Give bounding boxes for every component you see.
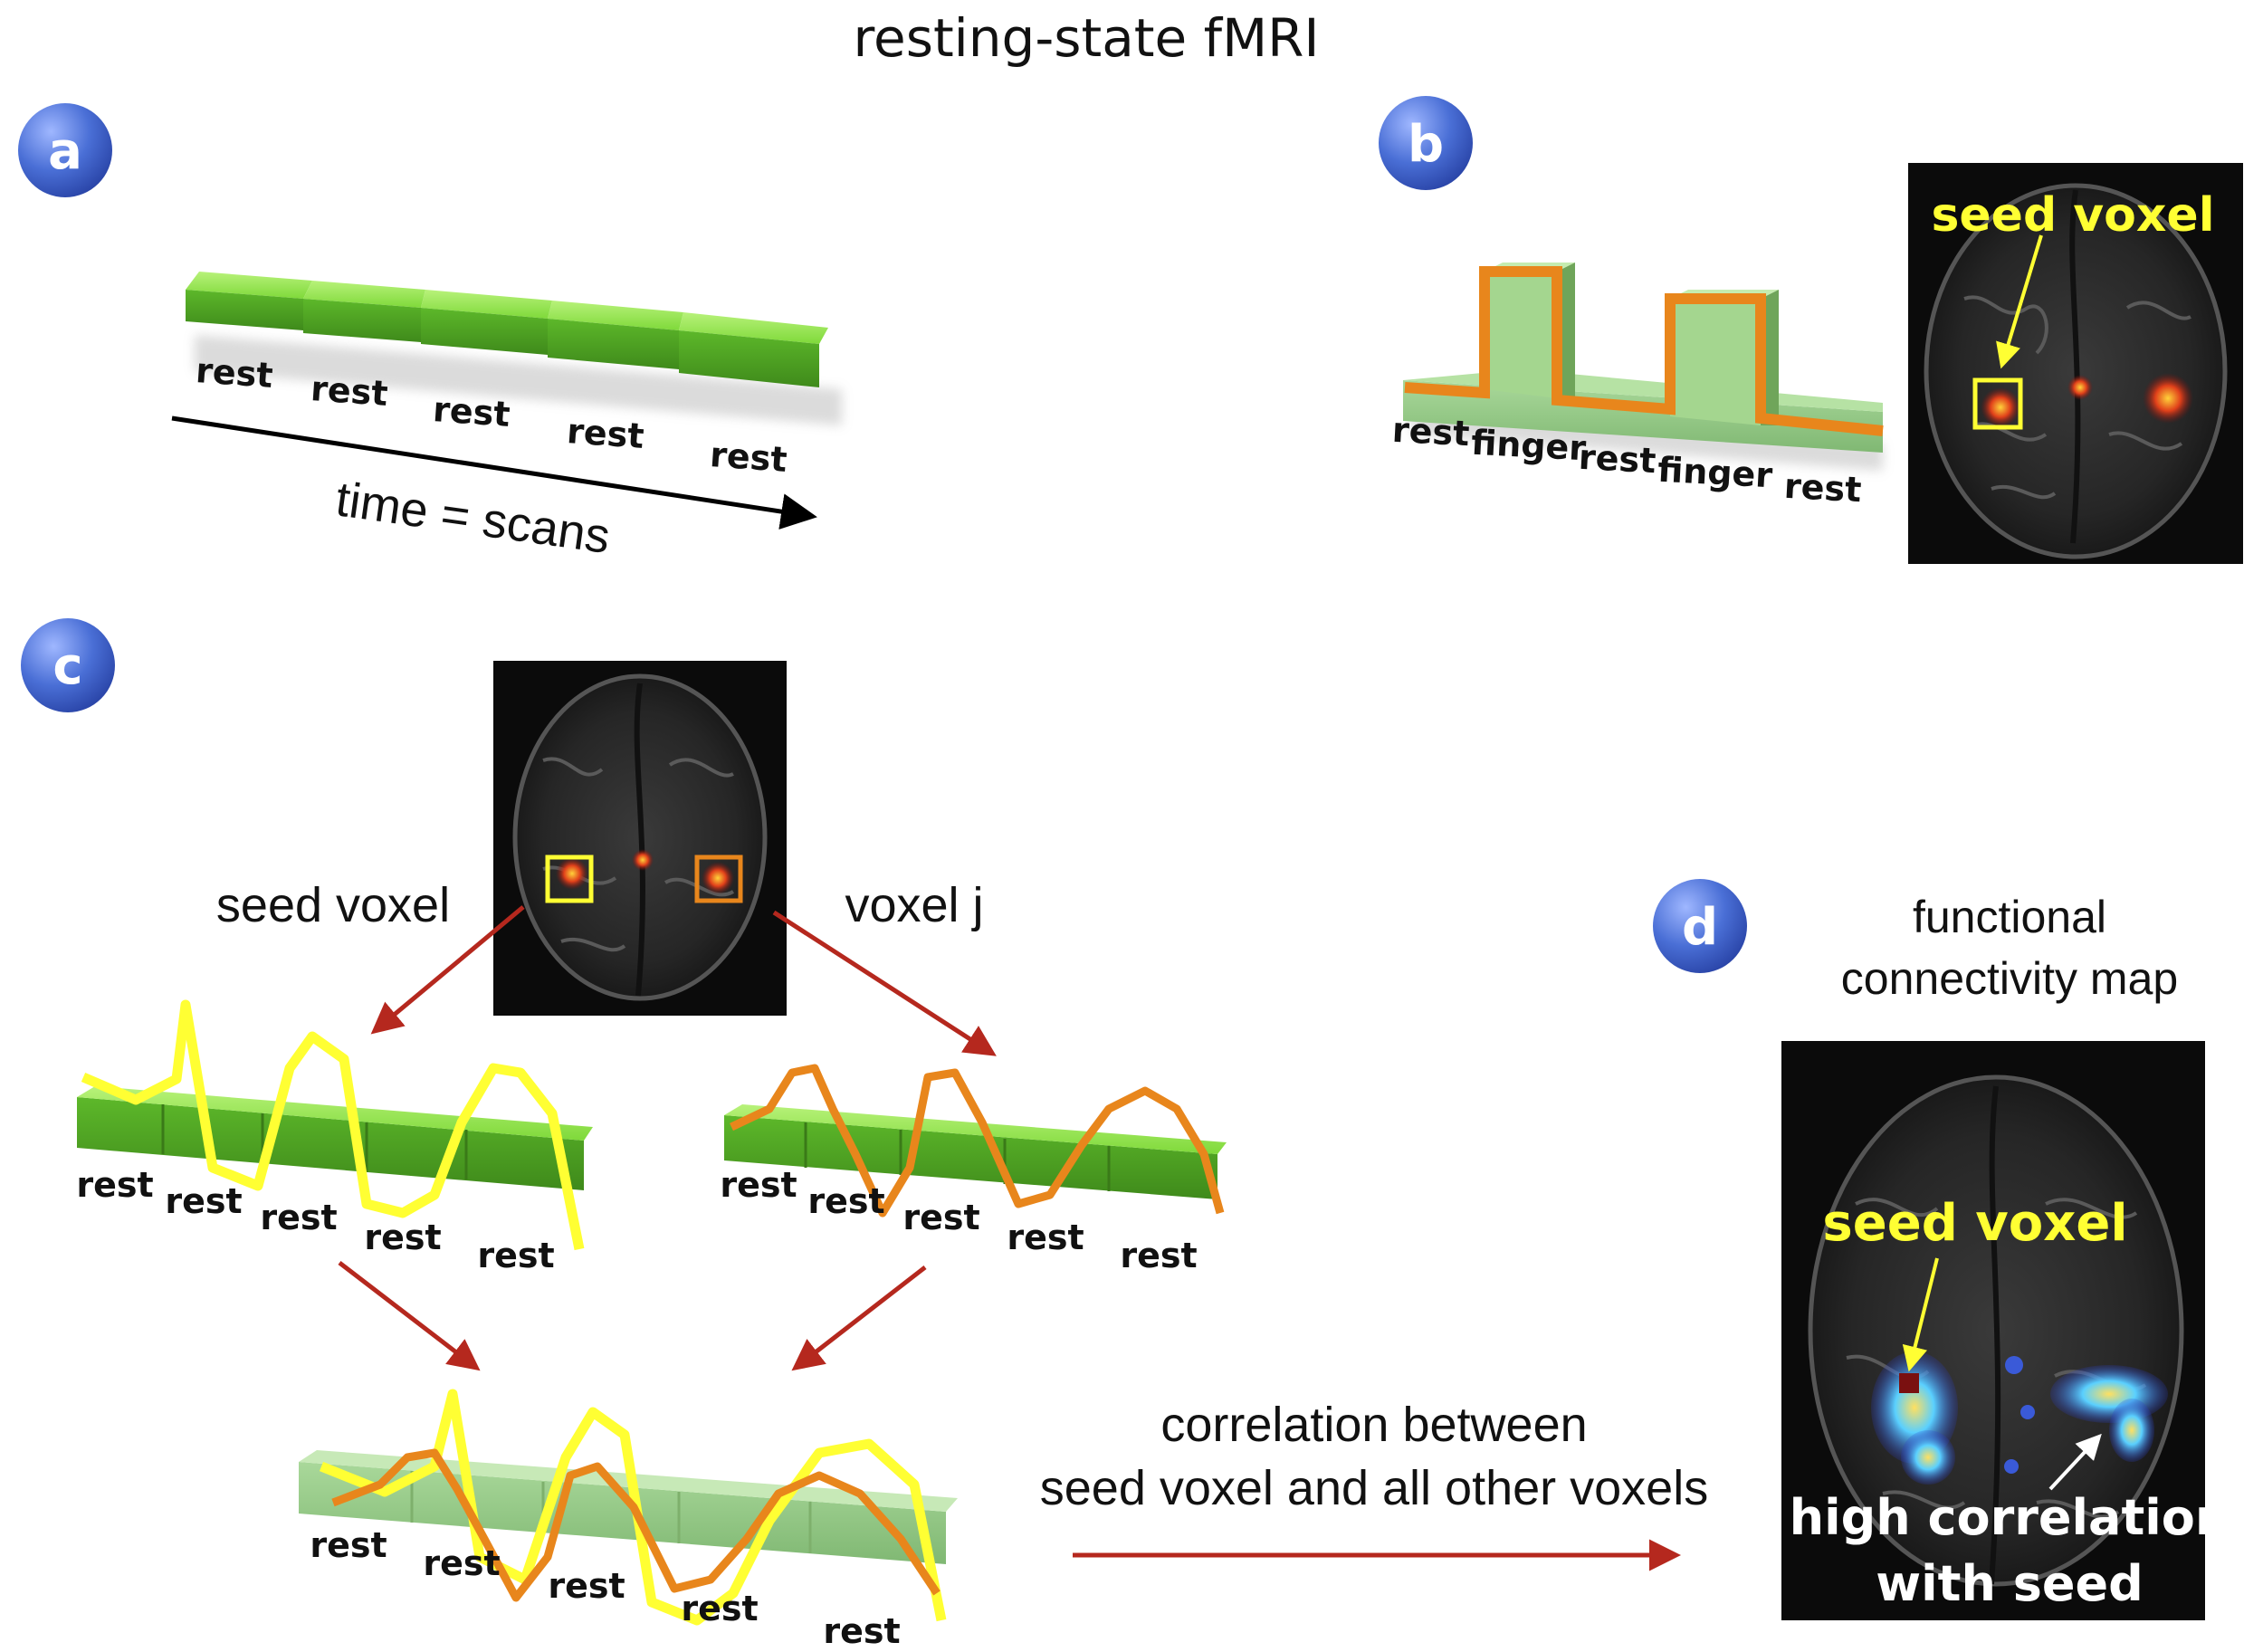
- arrow-to-voxel-trace: [772, 910, 997, 1056]
- voxel-j-box-c: [694, 855, 743, 903]
- badge-a: a: [18, 103, 112, 197]
- block-a-label-2: rest: [310, 368, 389, 414]
- panel-d: d functional connectivity map seed voxel…: [1653, 879, 2230, 1620]
- correlation-text-line1: correlation between: [1160, 1398, 1587, 1452]
- panel-c: c seed voxel voxel j rest: [21, 618, 1708, 1651]
- voxel-block-label-3: rest: [902, 1198, 979, 1237]
- panel-a-blocks: [186, 272, 828, 387]
- arrow-seed-to-combined: [338, 1261, 481, 1371]
- time-axis-label: time = scans: [332, 472, 613, 564]
- block-b-label-1: rest: [1391, 410, 1470, 454]
- badge-b: b: [1379, 96, 1473, 190]
- block-b-label-2: finger: [1470, 423, 1587, 469]
- panel-a: a rest: [18, 103, 842, 564]
- block-a-label-3: rest: [432, 389, 511, 434]
- combined-yellow-trace: [319, 1389, 947, 1626]
- high-correlation-arrow: [2048, 1433, 2102, 1491]
- task-boxcar-trace: [1404, 266, 1884, 436]
- seed-voxel-label-d: seed voxel: [1822, 1194, 2127, 1253]
- combined-block-label-3: rest: [548, 1566, 625, 1606]
- correlation-text-line2: seed voxel and all other voxels: [1040, 1461, 1708, 1515]
- voxel-block-label-4: rest: [1007, 1218, 1084, 1257]
- combined-block-label-2: rest: [423, 1543, 500, 1583]
- figure-title: resting-state fMRI: [853, 7, 1319, 69]
- seed-block-label-1: rest: [76, 1165, 153, 1205]
- seed-yellow-trace: [81, 999, 585, 1251]
- seed-voxel-box-c: [545, 855, 594, 903]
- high-correlation-line1: high correlation: [1790, 1489, 2230, 1546]
- brain-image-c: [493, 661, 787, 1016]
- voxel-j-label: voxel j: [845, 878, 983, 932]
- voxel-block-label-5: rest: [1120, 1236, 1197, 1275]
- block-a-label-4: rest: [566, 411, 645, 456]
- badge-c: c: [21, 618, 115, 712]
- connectivity-title-line1: functional: [1913, 892, 2106, 942]
- connectivity-title-line2: connectivity map: [1841, 953, 2178, 1004]
- badge-b-label: b: [1408, 115, 1444, 174]
- combined-block-label-5: rest: [823, 1611, 900, 1651]
- seed-arrow-d: [1902, 1257, 1939, 1372]
- voxel-blocks: [724, 1104, 1227, 1199]
- time-arrow: [171, 415, 817, 530]
- high-correlation-line2: with seed: [1876, 1555, 2144, 1612]
- block-a-1: [186, 272, 312, 330]
- badge-d-label: d: [1682, 898, 1718, 957]
- block-a-3: [421, 290, 552, 355]
- block-b-label-5: rest: [1783, 466, 1862, 510]
- seed-block-label-4: rest: [364, 1218, 441, 1257]
- connectivity-map-image: seed voxel high correlation with seed: [1781, 1041, 2230, 1620]
- seed-arrow-b: [1996, 234, 2043, 369]
- voxel-j-orange-trace: [730, 1064, 1225, 1218]
- arrow-voxel-to-combined: [791, 1265, 927, 1371]
- combined-orange-trace: [331, 1448, 941, 1602]
- voxel-block-label-1: rest: [720, 1165, 797, 1205]
- seed-blocks: [77, 1086, 593, 1190]
- block-a-label-1: rest: [195, 350, 274, 396]
- voxel-block-label-2: rest: [807, 1181, 884, 1221]
- block-b-label-3: rest: [1578, 437, 1657, 481]
- block-a-label-5: rest: [709, 434, 788, 480]
- badge-a-label: a: [48, 122, 82, 181]
- combined-block-label-4: rest: [681, 1589, 758, 1628]
- seed-voxel-label-c: seed voxel: [216, 878, 450, 932]
- block-a-5: [679, 312, 828, 387]
- badge-d: d: [1653, 879, 1747, 973]
- seed-voxel-label-b: seed voxel: [1931, 188, 2214, 243]
- arrow-to-seed-trace: [370, 905, 525, 1035]
- seed-block-label-5: rest: [477, 1236, 554, 1275]
- seed-block-label-3: rest: [260, 1198, 337, 1237]
- block-a-4: [548, 301, 683, 369]
- panel-b: b rest finger rest finger rest: [1379, 96, 2243, 564]
- seed-voxel-box-b: [1972, 377, 2023, 430]
- seed-block-label-2: rest: [165, 1181, 242, 1221]
- block-a-2: [303, 281, 425, 342]
- combined-block-label-1: rest: [310, 1525, 387, 1565]
- block-b-label-4: finger: [1657, 450, 1773, 496]
- brain-image-b: seed voxel: [1908, 163, 2243, 564]
- badge-c-label: c: [53, 637, 82, 696]
